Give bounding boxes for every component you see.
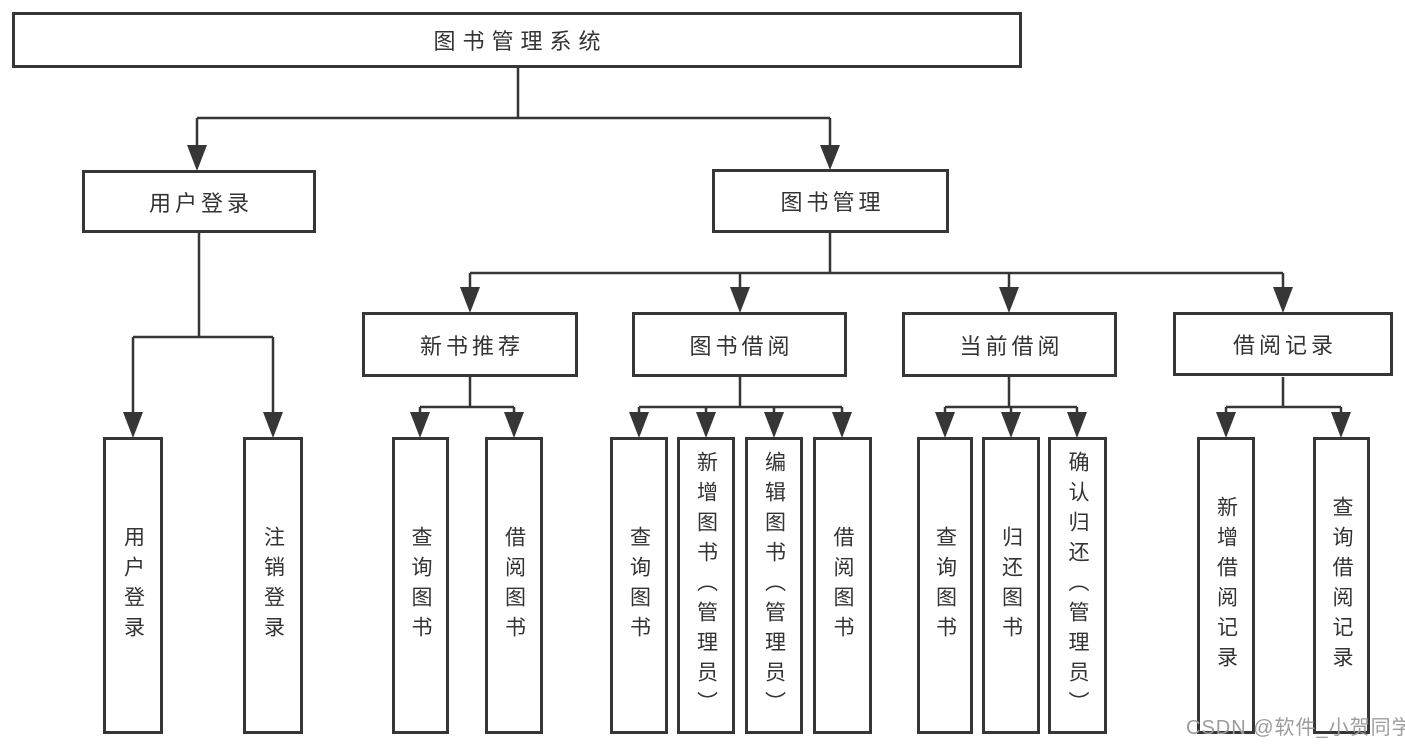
node-label: 归还图书 (999, 525, 1023, 646)
leaf-logout: 注销登录 (243, 437, 303, 734)
node-label: 当前借阅 (959, 333, 1064, 359)
node-label: 查询借阅记录 (1330, 495, 1353, 676)
leaf-borrow-books: 借阅图书 (813, 437, 872, 734)
leaf-confirm-return-admin: 确认归还（管理员） (1048, 437, 1107, 734)
node-label: 查询图书 (627, 525, 651, 646)
node-borrow-records: 借阅记录 (1173, 312, 1393, 376)
leaf-edit-books-admin: 编辑图书（管理员） (745, 437, 803, 734)
leaf-borrow-books-recommend: 借阅图书 (485, 437, 543, 734)
leaf-query-books-recommend: 查询图书 (392, 437, 449, 734)
node-label: 图书借阅 (689, 333, 794, 359)
node-label: 新书推荐 (419, 333, 524, 359)
leaf-user-login: 用户登录 (103, 437, 163, 734)
node-book-management: 图书管理 (712, 169, 949, 233)
node-library-management-system: 图书管理系统 (12, 12, 1022, 68)
leaf-query-borrow-record: 查询借阅记录 (1313, 437, 1370, 734)
node-new-book-recommend: 新书推荐 (362, 312, 578, 377)
leaf-add-books-admin: 新增图书（管理员） (677, 437, 735, 734)
leaf-query-books-borrow: 查询图书 (610, 437, 668, 734)
node-label: 注销登录 (261, 525, 285, 646)
node-current-borrow: 当前借阅 (902, 312, 1117, 377)
node-label: 图书管理 (780, 190, 885, 215)
node-label: 确认归还（管理员） (1066, 450, 1089, 721)
node-book-borrow: 图书借阅 (632, 312, 847, 377)
node-label: 借阅图书 (831, 525, 854, 646)
node-label: 查询图书 (409, 525, 432, 646)
node-user-login: 用户登录 (82, 170, 316, 233)
csdn-watermark: CSDN @软件_小贺同学 (1186, 717, 1405, 739)
node-label: 借阅图书 (502, 525, 526, 646)
node-label: 编辑图书（管理员） (762, 450, 786, 721)
node-label: 新增借阅记录 (1214, 495, 1238, 676)
leaf-add-borrow-record: 新增借阅记录 (1197, 437, 1255, 734)
node-label: 图书管理系统 (433, 29, 608, 54)
node-label: 新增图书（管理员） (694, 450, 718, 721)
leaf-return-books: 归还图书 (982, 437, 1040, 734)
node-label: 用户登录 (121, 525, 145, 646)
leaf-query-books-current: 查询图书 (917, 437, 973, 734)
node-label: 借阅记录 (1232, 333, 1337, 358)
node-label: 用户登录 (148, 190, 253, 216)
node-label: 查询图书 (933, 525, 957, 646)
